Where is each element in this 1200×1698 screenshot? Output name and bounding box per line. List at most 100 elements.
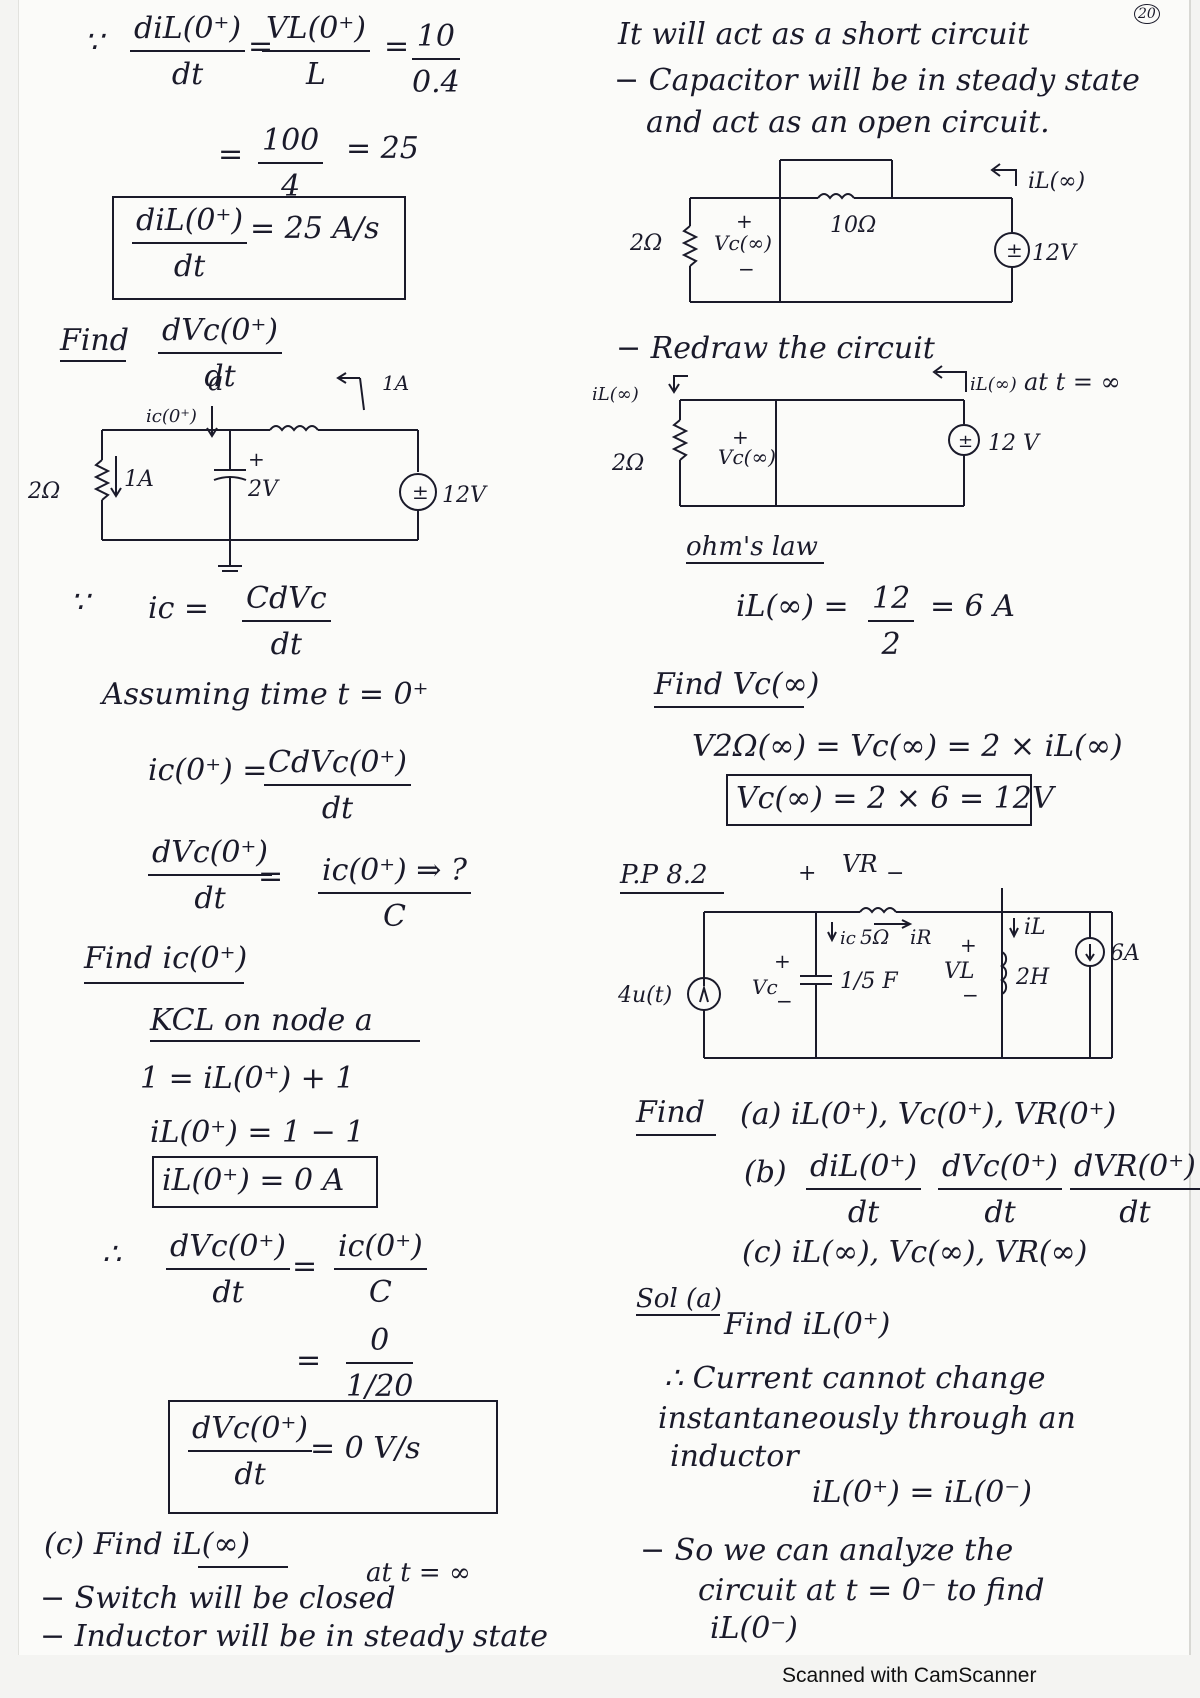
ic-eq-fraction: CdVc dt [242,584,331,660]
eq1-rhs-fraction: 10 0.4 [412,22,460,98]
fraction-numerator: ic(0⁺) [334,1232,427,1270]
kcl-result: iL(0⁺) = 0 A [162,1163,345,1198]
result-box-il [152,1156,378,1208]
il-inf-right-label: iL(∞) [970,374,1017,395]
fraction-denominator: L [306,57,326,92]
fraction-numerator: CdVc [242,584,331,622]
explanation-line-1: ∴ Current cannot change [664,1361,1046,1396]
switch-text: − Switch will be closed [40,1581,396,1616]
source-plus-minus: ± [1006,238,1023,262]
current-source-6a-label: 6A [1110,941,1140,966]
short-circuit-text: It will act as a short circuit [618,17,1030,52]
equals-sign: = [292,1249,318,1284]
source-plus-minus: ± [412,480,429,504]
fraction-denominator: dt [1119,1195,1151,1230]
circuit-diagram-redrawn: iL(∞) iL(∞) at t = ∞ 2Ω + Vc(∞) ± 12 V [592,365,1121,507]
fraction-numerator: dVc(0⁺) [158,316,283,354]
fraction-numerator: 100 [258,126,324,164]
fraction-denominator: dt [270,627,302,662]
box2-value: = 0 V/s [310,1431,421,1466]
current-source-4ut-label: 4u(t) [617,983,672,1008]
find-label: Find [636,1095,705,1130]
ohm-eq-lhs: iL(∞) = [736,589,849,624]
capacitor-text-2: and act as an open circuit. [646,105,1050,140]
dvc-eq-rhs-fraction: ic(0⁺) ⇒ ? C [318,856,472,934]
fraction-denominator: dt [984,1195,1016,1230]
capacitor-text-1: − Capacitor will be in steady state [614,63,1140,98]
top-current-label: 1A [382,371,409,395]
fraction-denominator: dt [847,1195,880,1230]
underline [60,360,126,362]
underline [654,706,804,708]
fraction-numerator: dVc(0⁺) [166,1232,291,1270]
voltage-source-12v-label: 12V [442,483,488,508]
resistor-10ohm-label: 10Ω [830,213,876,238]
vc-plus-label: + [736,209,753,233]
fraction-denominator: dt [321,791,354,826]
fraction-numerator: 12 [868,584,915,622]
because-symbol: ∵ [70,585,90,620]
inductor-text: − Inductor will be in steady state [40,1619,549,1654]
underline [150,1040,420,1042]
equals-sign: = [258,859,284,894]
fraction-denominator: C [368,1275,392,1310]
underline [636,1134,716,1136]
il-inf-left-label: iL(∞) [592,384,639,405]
underline [636,1314,720,1316]
therefore-symbol: ∴ [102,1237,122,1272]
question-b-term2: dVc(0⁺) dt [938,1152,1063,1230]
assuming-text: Assuming time t = 0⁺ [102,677,429,712]
box2-fraction: dVc(0⁺) dt [188,1414,313,1490]
fraction-numerator: dVR(0⁺) [1070,1152,1200,1190]
v2-equation: V2Ω(∞) = Vc(∞) = 2 × iL(∞) [692,729,1123,764]
circuit-diagram-t0: a 2Ω 1A ic(0⁺) + 2V 1A ± 12V [27,367,488,572]
vl-label: VL [944,959,975,984]
result-box-vc [726,774,1032,826]
dvc-eq2-rhs-fraction: ic(0⁺) C [334,1232,427,1308]
analyze-line-1: − So we can analyze the [640,1533,1014,1568]
underline [198,1566,288,1568]
vc-label: Vc [752,975,778,999]
vl-plus-label: + [960,933,977,957]
eq2-fraction: 100 4 [258,126,324,202]
fraction-denominator: 1/20 [346,1369,414,1404]
result-box-dil [112,196,406,300]
scanner-footer: Scanned with CamScanner [782,1664,1037,1687]
practice-problem-label: P.P 8.2 [620,860,708,890]
vc-plus-label: + [732,425,749,449]
notebook-page [18,0,1191,1655]
fraction-denominator: dt [173,249,206,284]
equals-sign: = [384,29,410,64]
question-b-label: (b) [744,1155,787,1190]
question-b-term3: dVR(0⁺) dt [1070,1152,1200,1228]
eq1-mid-fraction: VL(0⁺) L [262,14,370,90]
fraction-numerator: diL(0⁺) [806,1152,922,1190]
equals-sign: = [218,137,244,172]
current-source-1a-label: 1A [124,467,154,492]
kcl-eq2: iL(0⁺) = 1 − 1 [150,1115,365,1150]
fraction-numerator: ic(0⁺) ⇒ ? [318,856,472,894]
ic0-eq-lhs: ic(0⁺) = [148,753,268,788]
fraction-numerator: 10 [412,22,460,60]
ir-label: iR [910,925,931,949]
cap-plus-label: + [248,447,265,471]
fraction-denominator: dt [171,57,204,92]
question-a: (a) iL(0⁺), Vc(0⁺), VR(0⁺) [740,1097,1117,1132]
vl-minus-label: − [962,983,979,1007]
analyze-line-2: circuit at t = 0⁻ to find [698,1573,1045,1608]
fraction-denominator: C [383,899,406,934]
capacitor-value-label: 1/5 F [840,969,898,994]
find-dvc-fraction: dVc(0⁺) dt [158,316,283,392]
analyze-line-3: iL(0⁻) [710,1611,798,1646]
find-vc-heading: Find Vc(∞) [654,667,820,702]
kcl-text: KCL on node a [150,1003,373,1038]
at-t-inf-label: at t = ∞ [366,1558,471,1588]
cap-voltage-label: 2V [247,477,280,502]
ohm-eq-result: = 6 A [930,589,1015,624]
kcl-eq1: 1 = iL(0⁺) + 1 [140,1061,355,1096]
resistor-5ohm-label: 5Ω [860,925,889,949]
voltage-source-12v-label: 12 V [988,431,1041,456]
box1-value: = 25 A/s [250,211,380,246]
vc-plus-label: + [774,949,791,973]
fraction-numerator: dVc(0⁺) [148,838,273,876]
